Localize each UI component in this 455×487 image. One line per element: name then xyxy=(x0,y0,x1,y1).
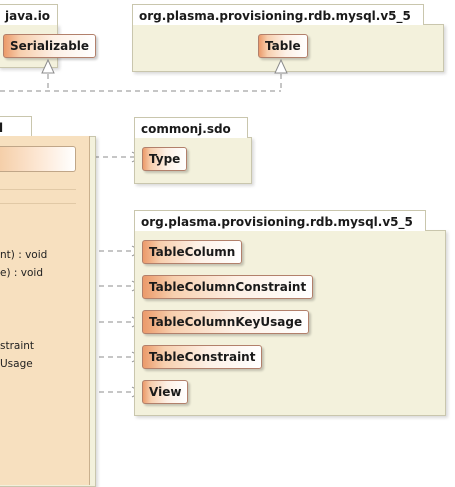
class-divider-1 xyxy=(0,189,76,190)
package-left-fragment-tab: l xyxy=(0,116,32,137)
package-mysql-top-tab: org.plasma.provisioning.rdb.mysql.v5_5 xyxy=(132,4,424,25)
package-java-io-tab: java.io xyxy=(0,4,58,25)
class-table-column[interactable]: TableColumn xyxy=(142,240,243,264)
operation-row-1: nt) : void xyxy=(0,249,48,261)
operation-row-4: Usage xyxy=(0,358,33,370)
package-mysql-bottom-tab: org.plasma.provisioning.rdb.mysql.v5_5 xyxy=(134,210,426,231)
package-commonj-sdo-tab: commonj.sdo xyxy=(134,117,248,138)
class-table[interactable]: Table xyxy=(258,34,308,58)
class-serializable[interactable]: Serializable xyxy=(3,34,97,58)
class-view[interactable]: View xyxy=(142,380,189,404)
class-type[interactable]: Type xyxy=(142,147,188,171)
class-left-fragment[interactable] xyxy=(0,136,90,485)
operation-row-3: straint xyxy=(0,340,35,352)
operation-row-2: e) : void xyxy=(0,267,43,279)
class-table-column-key-usage[interactable]: TableColumnKeyUsage xyxy=(142,310,310,334)
class-table-column-constraint[interactable]: TableColumnConstraint xyxy=(142,275,314,299)
class-divider-2 xyxy=(0,203,76,204)
class-table-constraint[interactable]: TableConstraint xyxy=(142,345,263,369)
class-left-fragment-header xyxy=(0,146,76,172)
